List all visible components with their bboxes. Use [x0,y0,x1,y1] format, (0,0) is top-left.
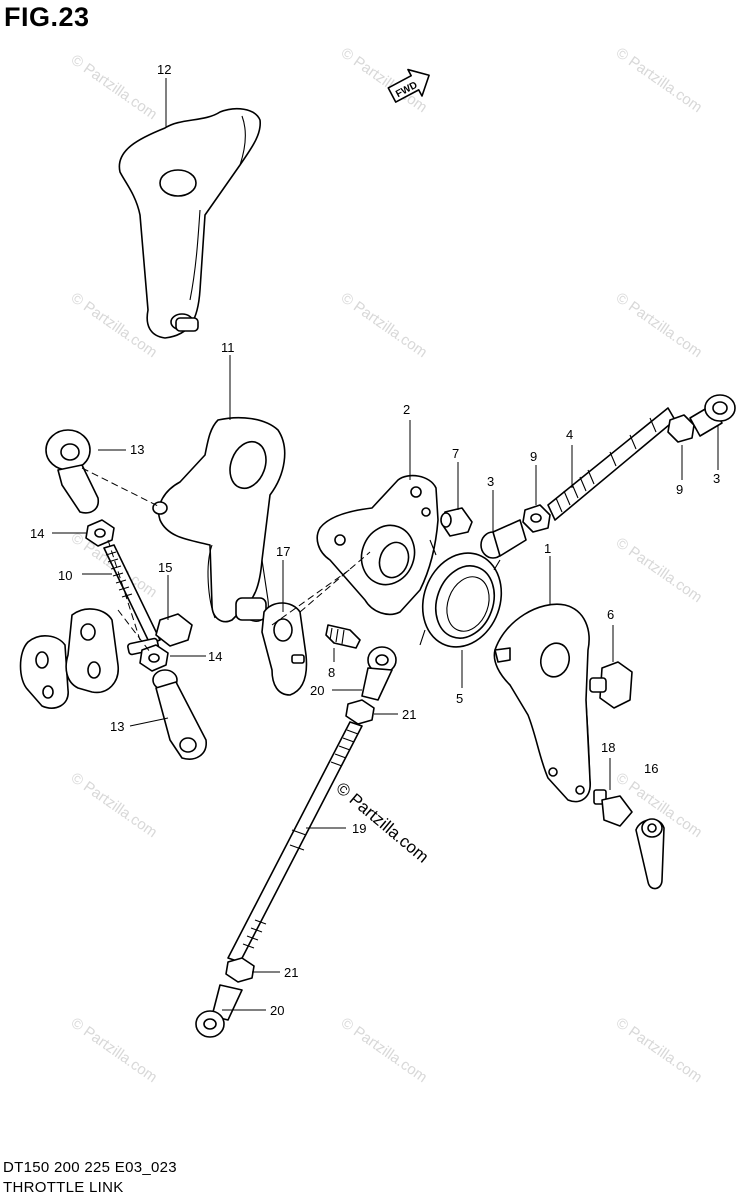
callout-20: 20 [310,683,324,698]
callout-7: 7 [452,446,459,461]
callout-11: 11 [221,340,235,355]
part-14-nut-upper [85,519,115,547]
watermark: © Partzilla.com [613,1014,706,1086]
part-13-rod-end-lower [152,669,207,760]
callout-labels: 12 11 13 14 10 15 14 13 17 2 7 3 9 4 9 3… [30,62,720,1018]
assembly-lines [81,467,371,653]
callout-4: 4 [566,427,573,442]
part-3-rod-end-right [689,394,736,437]
watermark: © Partzilla.com [338,1014,431,1086]
part-20-rod-end-lower [195,984,243,1038]
link-plate-left [19,635,69,709]
callout-16: 16 [644,761,658,776]
watermark: © Partzilla.com [613,534,706,606]
callout-21: 21 [284,965,298,980]
part-21-nut-upper [345,699,375,725]
part-10-threaded-rod [103,544,161,645]
callout-3: 3 [713,471,720,486]
watermark: © Partzilla.com [613,44,706,116]
watermark: © Partzilla.com [68,51,161,123]
part-13-rod-end-upper [45,429,100,514]
callout-3: 3 [487,474,494,489]
callout-8: 8 [328,665,335,680]
part-21-nut-lower [225,957,255,983]
watermark: © Partzilla.com [68,1014,161,1086]
watermark: © Partzilla.com [68,769,161,841]
part-3-rod-end-left [480,519,527,559]
part-14-nut-lower [139,644,169,672]
part-1-cam-plate [493,603,591,803]
callout-14: 14 [30,526,44,541]
callout-15: 15 [158,560,172,575]
part-5-ring [419,552,503,648]
part-9-nut-right [667,414,695,443]
part-6-bolt [589,661,633,709]
part-12-bracket [118,107,261,339]
part-16-bent-rod [635,818,665,890]
callout-10: 10 [58,568,72,583]
watermark-main: © Partzilla.com [332,779,432,867]
callout-6: 6 [607,607,614,622]
callout-21: 21 [402,707,416,722]
callout-5: 5 [456,691,463,706]
watermark: © Partzilla.com [613,289,706,361]
part-11-lever [152,416,286,623]
callout-9: 9 [530,449,537,464]
callout-13: 13 [110,719,124,734]
callout-14: 14 [208,649,222,664]
callout-17: 17 [276,544,290,559]
part-7-fitting [440,507,473,537]
part-20-rod-end-upper [361,646,397,701]
part-8-stud [325,624,361,649]
callout-12: 12 [157,62,171,77]
watermark: © Partzilla.com [338,289,431,361]
part-18-stud [593,789,633,827]
part-9-nut-left [522,504,551,533]
part-2-plate [316,474,439,616]
figure-title: FIG.23 [4,2,90,32]
link-plate-right [65,608,119,694]
callout-9: 9 [676,482,683,497]
part-4-adjusting-rod [547,407,676,521]
callout-1: 1 [544,541,551,556]
diagram-name: THROTTLE LINK [3,1179,124,1196]
part-19-long-rod [227,721,363,963]
callout-13: 13 [130,442,144,457]
callout-20: 20 [270,1003,284,1018]
callout-18: 18 [601,740,615,755]
callout-2: 2 [403,402,410,417]
callout-19: 19 [352,821,366,836]
part-17-lever-arm [261,602,308,696]
leader-lines [52,78,719,1011]
model-code: DT150 200 225 E03_023 [3,1159,177,1176]
